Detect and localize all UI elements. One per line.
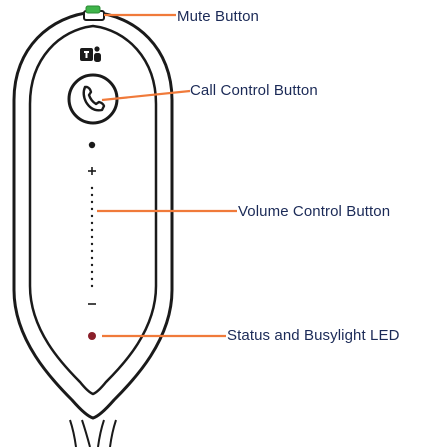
controller-inner-face: [28, 24, 158, 396]
callout-lines: [97, 13, 237, 338]
call-control-button-label: Call Control Button: [190, 82, 318, 99]
volume-plus-symbol: [88, 167, 96, 175]
callout-line-call-control: [101, 89, 191, 102]
status-busylight-led: [88, 332, 96, 340]
status-busylight-led-label: Status and Busylight LED: [227, 327, 400, 344]
volume-control-button-label: Volume Control Button: [238, 203, 391, 220]
teams-logo-icon: [80, 46, 101, 62]
mute-button-label: Mute Button: [177, 8, 259, 25]
volume-track-dots: [90, 186, 94, 288]
indicator-dot: [88, 141, 96, 149]
phone-handset-icon: [82, 85, 106, 112]
cable: [69, 419, 117, 447]
mute-button-indicator: [85, 5, 101, 14]
